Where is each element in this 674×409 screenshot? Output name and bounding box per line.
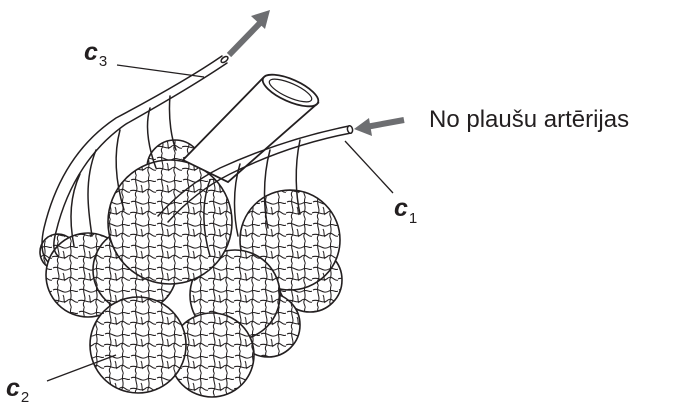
outflow-arrow <box>229 10 270 55</box>
label-c2-subscript: 2 <box>21 389 29 406</box>
capillary-network <box>0 100 360 409</box>
label-c3-letter: c <box>84 38 98 66</box>
label-c2: c2 <box>6 376 28 401</box>
label-c1: c1 <box>394 196 416 221</box>
inflow-arrow <box>354 118 404 136</box>
label-c2-letter: c <box>6 374 20 402</box>
leader-line-c1 <box>345 141 393 193</box>
label-c1-letter: c <box>394 194 408 222</box>
label-c3-subscript: 3 <box>99 53 107 70</box>
label-c1-subscript: 1 <box>409 210 417 227</box>
label-c3: c3 <box>84 40 106 65</box>
bronchiole <box>183 68 322 182</box>
leader-line-c3 <box>117 65 204 77</box>
artery-label: No plaušu artērijas <box>429 108 629 132</box>
